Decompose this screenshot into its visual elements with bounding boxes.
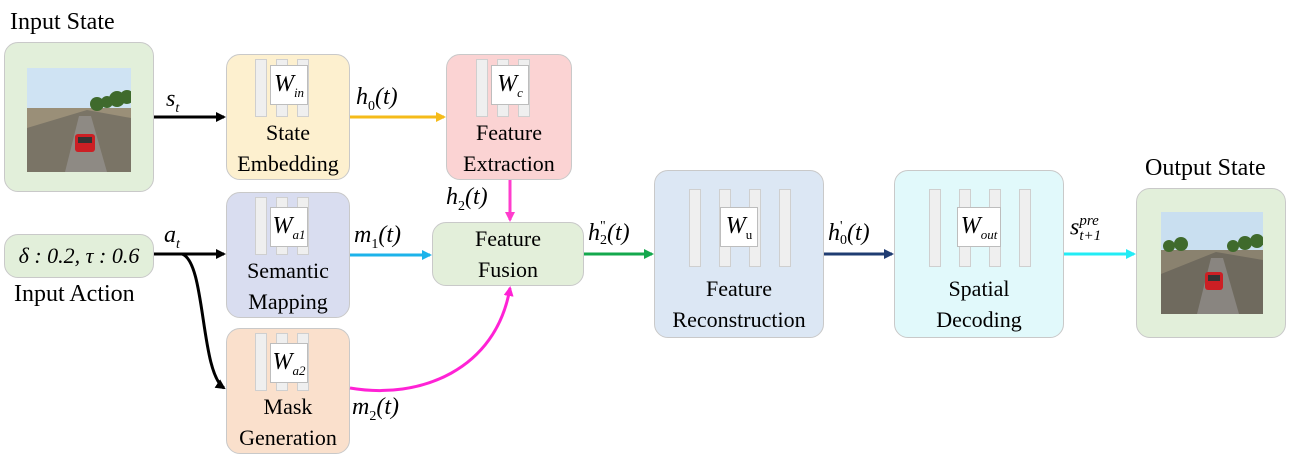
- signal-m1: m1(t): [354, 222, 401, 252]
- input-action-title: Input Action: [14, 281, 135, 307]
- weight-w-a1: Wa1: [270, 207, 308, 247]
- signal-h2: h2(t): [446, 184, 488, 214]
- input-action-box: δ : 0.2, τ : 0.6: [4, 234, 154, 278]
- arrow-a-t-curve: [181, 252, 226, 390]
- weight-w-u: Wu: [720, 207, 758, 247]
- weight-w-out: Wout: [957, 207, 1001, 247]
- signal-m2: m2(t): [352, 394, 399, 424]
- signal-s-t: st: [166, 86, 180, 116]
- layer-bars: [929, 189, 1031, 267]
- signal-h0: h0(t): [356, 84, 398, 114]
- output-state-box: [1136, 188, 1286, 338]
- signal-h2-double-prime: h"2(t): [588, 219, 630, 249]
- weight-w-a2: Wa2: [270, 343, 308, 383]
- weight-w-c: Wc: [491, 65, 529, 105]
- output-state-image: [1161, 212, 1263, 314]
- signal-a-t: at: [164, 222, 180, 252]
- arrow-m2: [349, 286, 514, 393]
- output-state-title: Output State: [1145, 155, 1266, 181]
- input-state-box: [4, 42, 154, 192]
- weight-w-in: Win: [270, 65, 308, 105]
- input-state-title: Input State: [10, 9, 115, 35]
- signal-h0-prime: h'0(t): [828, 219, 870, 249]
- input-action-value: δ : 0.2, τ : 0.6: [18, 243, 140, 268]
- input-state-image: [27, 68, 131, 172]
